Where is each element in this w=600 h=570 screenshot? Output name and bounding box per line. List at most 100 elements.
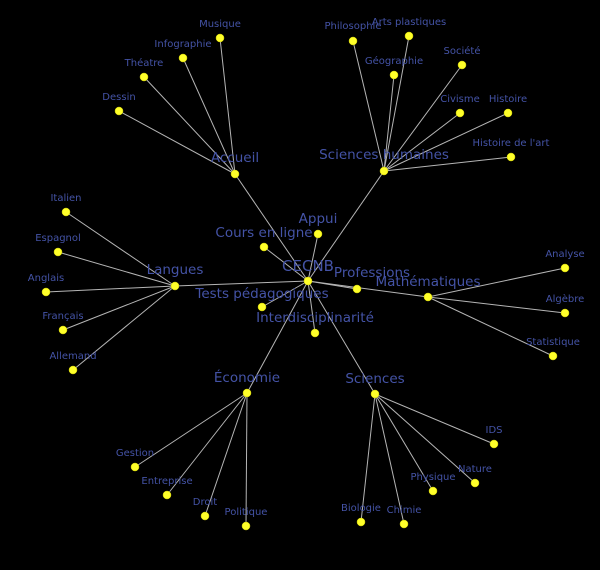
edge-sciences-humaines-to-philosophie — [352, 40, 385, 172]
label-cecnb[interactable]: CECNB — [282, 257, 334, 275]
label-arts-plastiques[interactable]: Arts plastiques — [372, 17, 446, 28]
label-allemand[interactable]: Allemand — [49, 351, 96, 362]
node-biologie[interactable] — [356, 517, 366, 527]
labels-layer: CECNB Accueil Sciences humainesLanguesMath… — [28, 17, 585, 518]
node-nature[interactable] — [470, 478, 480, 488]
node-anglais[interactable] — [41, 287, 51, 297]
label-chimie[interactable]: Chimie — [387, 505, 422, 516]
label-civisme[interactable]: Civisme — [440, 94, 480, 105]
node-arts-plastiques[interactable] — [404, 31, 414, 41]
label-entreprise[interactable]: Entreprise — [141, 476, 192, 487]
label-professions[interactable]: Professions — [334, 265, 410, 281]
node-philosophie[interactable] — [348, 36, 358, 46]
label-droit[interactable]: Droit — [193, 497, 217, 508]
node-analyse[interactable] — [560, 263, 570, 273]
label-langues[interactable]: Langues — [147, 262, 204, 278]
node-accueil[interactable] — [230, 169, 240, 179]
node-cours-en-ligne[interactable] — [259, 242, 269, 252]
node-musique[interactable] — [215, 33, 225, 43]
node-politique[interactable] — [241, 521, 251, 531]
label-appui[interactable]: Appui — [299, 211, 338, 227]
label-accueil[interactable]: Accueil — [211, 150, 259, 166]
node-statistique[interactable] — [548, 351, 558, 361]
label-interdisciplinarite[interactable]: Interdisciplinarité — [256, 310, 374, 326]
edge-cecnb-to-sciences — [307, 280, 376, 395]
edge-sciences-humaines-to-societe — [383, 64, 463, 172]
label-economie[interactable]: Économie — [214, 369, 280, 386]
edge-langues-to-allemand — [72, 285, 176, 371]
label-espagnol[interactable]: Espagnol — [35, 233, 81, 244]
edge-sciences-humaines-to-histoire-de-l-art — [383, 156, 512, 172]
node-francais[interactable] — [58, 325, 68, 335]
edge-sciences-to-chimie — [374, 393, 405, 525]
node-entreprise[interactable] — [162, 490, 172, 500]
node-tests-pedagogiques[interactable] — [257, 302, 267, 312]
label-geographie[interactable]: Géographie — [365, 55, 423, 67]
node-dessin[interactable] — [114, 106, 124, 116]
node-histoire-de-l-art[interactable] — [506, 152, 516, 162]
node-appui[interactable] — [313, 229, 323, 239]
node-chimie[interactable] — [399, 519, 409, 529]
node-espagnol[interactable] — [53, 247, 63, 257]
label-musique[interactable]: Musique — [199, 19, 241, 30]
label-infographie[interactable]: Infographie — [154, 39, 211, 50]
node-professions[interactable] — [352, 284, 362, 294]
node-algebre[interactable] — [560, 308, 570, 318]
label-analyse[interactable]: Analyse — [545, 249, 584, 260]
node-langues[interactable] — [170, 281, 180, 291]
label-algebre[interactable]: Algèbre — [546, 293, 585, 305]
label-philosophie[interactable]: Philosophie — [325, 21, 382, 32]
edge-economie-to-entreprise — [166, 392, 248, 496]
edge-cecnb-to-interdisciplinarite — [307, 280, 316, 334]
node-physique[interactable] — [428, 486, 438, 496]
node-economie[interactable] — [242, 388, 252, 398]
node-cecnb[interactable] — [303, 276, 313, 286]
node-gestion[interactable] — [130, 462, 140, 472]
label-tests-pedagogiques[interactable]: Tests pédagogiques — [194, 286, 328, 302]
label-dessin[interactable]: Dessin — [102, 92, 135, 103]
label-politique[interactable]: Politique — [225, 507, 268, 518]
node-mathematiques[interactable] — [423, 292, 433, 302]
node-ids[interactable] — [489, 439, 499, 449]
node-interdisciplinarite[interactable] — [310, 328, 320, 338]
label-francais[interactable]: Français — [42, 311, 83, 322]
node-allemand[interactable] — [68, 365, 78, 375]
node-civisme[interactable] — [455, 108, 465, 118]
node-geographie[interactable] — [389, 70, 399, 80]
label-italien[interactable]: Italien — [50, 193, 81, 204]
label-statistique[interactable]: Statistique — [526, 337, 580, 348]
edge-accueil-to-theatre — [143, 76, 236, 175]
node-societe[interactable] — [457, 60, 467, 70]
node-theatre[interactable] — [139, 72, 149, 82]
node-italien[interactable] — [61, 207, 71, 217]
node-infographie[interactable] — [178, 53, 188, 63]
node-histoire[interactable] — [503, 108, 513, 118]
edges-layer — [45, 35, 566, 527]
edge-accueil-to-dessin — [118, 110, 236, 175]
label-sciences-humaines[interactable]: Sciences humaines — [319, 147, 449, 163]
node-sciences-humaines[interactable] — [379, 166, 389, 176]
edge-sciences-to-physique — [374, 393, 434, 492]
edge-mathematiques-to-algebre — [427, 296, 566, 314]
edge-sciences-humaines-to-histoire — [383, 112, 509, 172]
label-mathematiques[interactable]: Mathématiques — [375, 274, 480, 290]
label-histoire[interactable]: Histoire — [489, 94, 527, 105]
label-cours-en-ligne[interactable]: Cours en ligne — [215, 225, 312, 241]
edge-economie-to-droit — [204, 392, 248, 517]
label-nature[interactable]: Nature — [458, 464, 492, 475]
label-sciences[interactable]: Sciences — [345, 371, 404, 387]
node-sciences[interactable] — [370, 389, 380, 399]
label-theatre[interactable]: Théatre — [124, 57, 164, 69]
label-gestion[interactable]: Gestion — [116, 448, 154, 459]
label-anglais[interactable]: Anglais — [28, 273, 64, 284]
node-droit[interactable] — [200, 511, 210, 521]
edge-cecnb-to-cours-en-ligne — [263, 246, 309, 282]
label-societe[interactable]: Société — [444, 45, 481, 57]
label-biologie[interactable]: Biologie — [341, 503, 381, 514]
label-physique[interactable]: Physique — [410, 472, 455, 483]
label-ids[interactable]: IDS — [486, 425, 503, 436]
label-histoire-de-l-art[interactable]: Histoire de l'art — [473, 138, 550, 149]
edge-langues-to-espagnol — [57, 251, 176, 287]
